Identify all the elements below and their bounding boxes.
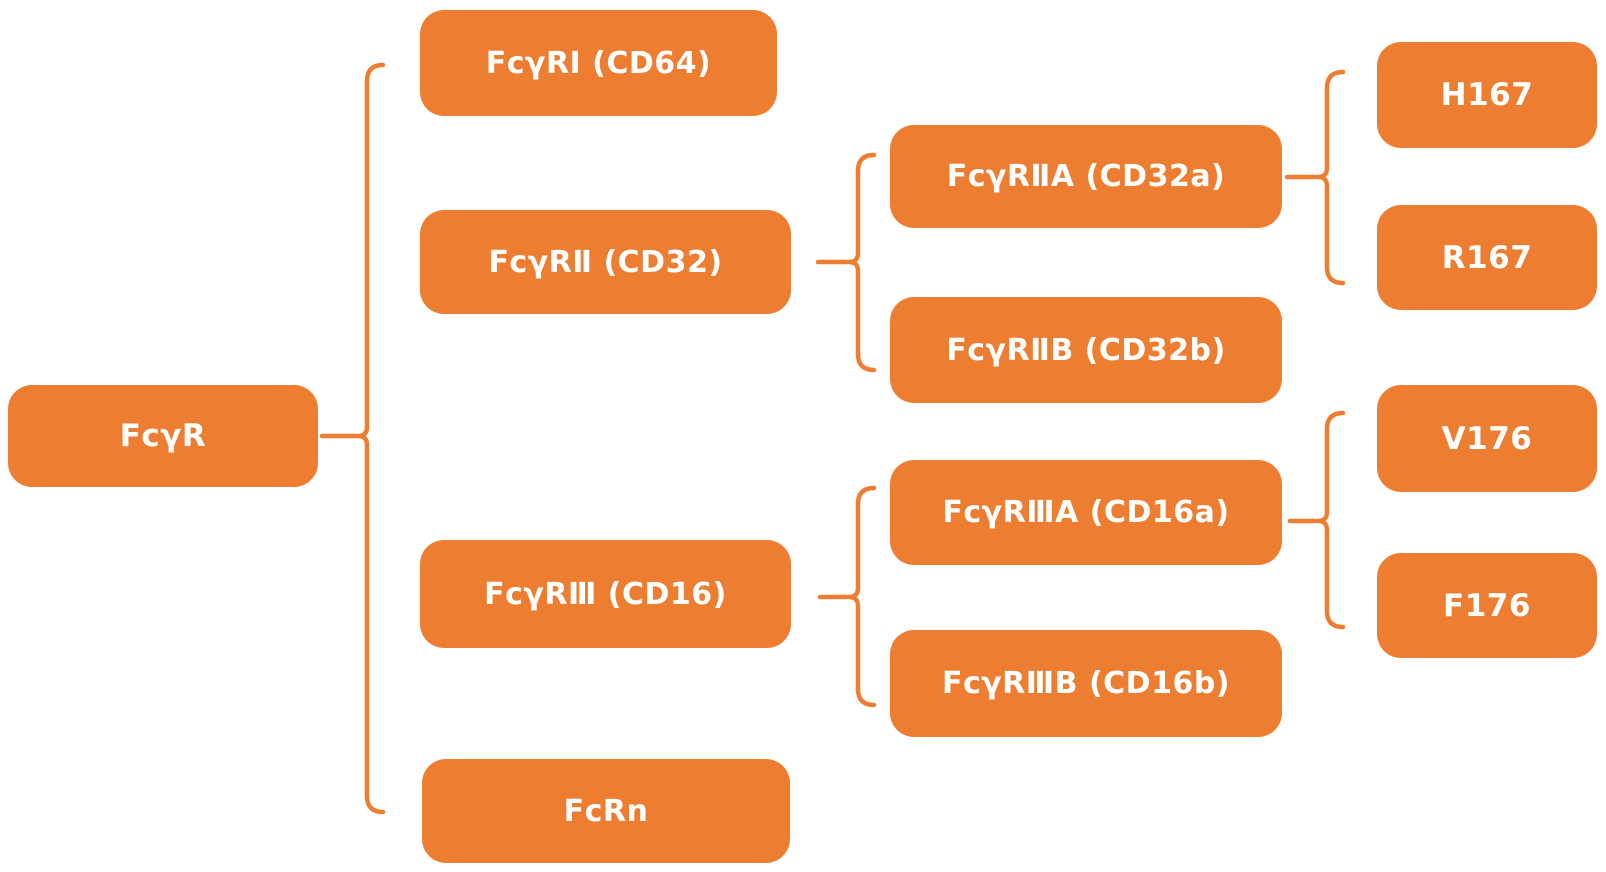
node-fcgr3a-cd16a: FcγRⅢA (CD16a) [890, 460, 1282, 565]
node-variant-h167: H167 [1377, 42, 1597, 148]
brace-fcgr3-children [846, 485, 877, 708]
brace-root-children [355, 62, 386, 815]
node-variant-v176: V176 [1377, 385, 1597, 492]
node-fcgr2-cd32: FcγRⅡ (CD32) [420, 210, 791, 314]
node-fcgr2a-cd32a: FcγRⅡA (CD32a) [890, 125, 1282, 228]
node-fcgr3-cd16: FcγRⅢ (CD16) [420, 540, 791, 648]
node-fcgr1-cd64: FcγRⅠ (CD64) [420, 10, 777, 116]
node-variant-f176: F176 [1377, 553, 1597, 658]
brace-fcgr2-children [846, 152, 877, 373]
node-fcrn: FcRn [422, 759, 790, 863]
brace-fcgr2a-children [1315, 69, 1346, 286]
brace-fcgr3a-children [1315, 410, 1346, 630]
node-fcgr-root: FcγR [8, 385, 318, 487]
node-fcgr2b-cd32b: FcγRⅡB (CD32b) [890, 297, 1282, 403]
node-variant-r167: R167 [1377, 205, 1597, 310]
node-fcgr3b-cd16b: FcγRⅢB (CD16b) [890, 630, 1282, 737]
